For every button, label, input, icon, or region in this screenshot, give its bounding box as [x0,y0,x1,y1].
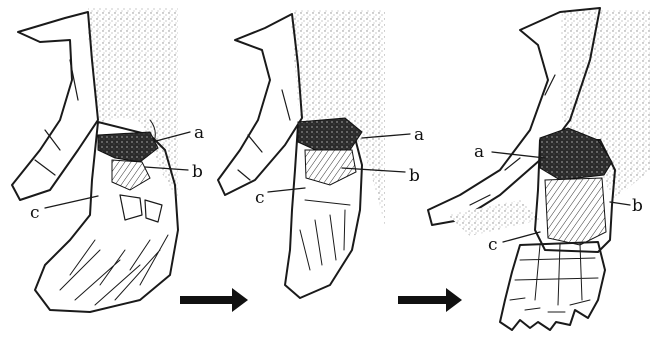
stage-2: a b c [218,10,424,298]
arrow-2 [398,288,462,312]
stage-3-blastema [545,178,606,245]
stage-1-label-c: c [30,203,40,223]
stage-1-label-b: b [192,162,203,182]
stage-2-label-a: a [414,125,424,145]
stage-2-label-b: b [409,166,420,186]
stage-3-label-a: a [474,142,484,162]
stage-3-label-b: b [632,196,643,216]
stage-2-upper-limb [218,14,302,195]
stage-1-label-a: a [194,123,204,143]
stage-3-pointer-a [492,152,545,158]
stage-1-upper-limb [12,12,98,200]
stage-3-label-c: c [488,235,498,255]
stage-2-body [290,10,385,225]
stage-1-blastema [112,160,150,190]
stage-2-label-c: c [255,188,265,208]
stage-2-pointer-c [268,188,305,192]
stage-2-blastema [305,150,356,185]
stage-1: a b c [12,8,204,312]
stage-3-hand [500,242,605,330]
stage-1-wound-cap [98,132,158,162]
stage-3-pointer-c [503,232,540,242]
arrow-1 [180,288,248,312]
stage-3: a b c [428,8,650,330]
